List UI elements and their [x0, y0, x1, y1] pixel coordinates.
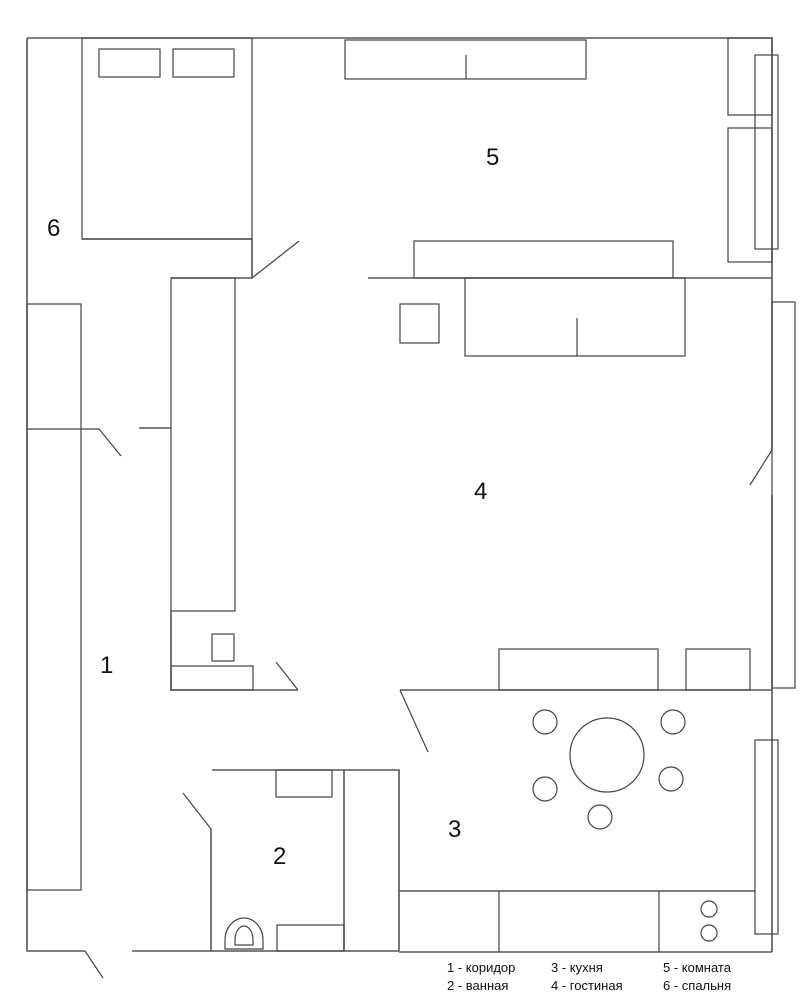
balcony-window [771, 301, 796, 689]
furniture [26, 37, 796, 952]
washing-machine [276, 924, 345, 952]
pillow [98, 48, 161, 78]
pillow [172, 48, 235, 78]
corridor-closet [26, 303, 82, 891]
armchair [685, 648, 751, 691]
bed [81, 37, 253, 240]
kitchen-window [754, 739, 779, 935]
room-labels: 1 2 3 4 5 6 [47, 144, 499, 870]
room-label-3: 3 [448, 816, 461, 843]
doors [81, 240, 773, 979]
door-balcony [749, 449, 773, 486]
legend-item: 5 - комната [663, 960, 732, 975]
sink [275, 769, 333, 798]
stove-burner [700, 900, 718, 918]
legend-item: 2 - ванная [447, 978, 508, 993]
room-label-2: 2 [273, 843, 286, 870]
sofa [498, 648, 659, 691]
room-label-1: 1 [100, 652, 113, 679]
door-entrance [84, 950, 104, 979]
cabinet [413, 240, 674, 279]
chair [532, 776, 558, 802]
wardrobe [170, 277, 236, 612]
room-label-4: 4 [474, 478, 487, 505]
door-kitchen [399, 689, 429, 753]
chair [532, 709, 558, 735]
door-bedroom [251, 240, 300, 279]
toilet [224, 917, 264, 950]
dining-table [569, 717, 645, 793]
legend-item: 4 - гостиная [551, 978, 623, 993]
legend-item: 6 - спальня [663, 978, 731, 993]
chair [658, 766, 684, 792]
small-cabinet [211, 633, 235, 662]
legend-item: 3 - кухня [551, 960, 603, 975]
door-living [275, 661, 299, 691]
side-table [399, 303, 440, 344]
room-label-5: 5 [486, 144, 499, 171]
window [754, 54, 779, 250]
stove-burner [700, 924, 718, 942]
tv-stand [464, 277, 686, 357]
legend-item: 1 - коридор [447, 960, 515, 975]
shoe-rack [170, 665, 254, 691]
wardrobe-room5 [727, 37, 773, 116]
chair [660, 709, 686, 735]
legend: 1 - коридор 2 - ванная 3 - кухня 4 - гос… [447, 960, 732, 993]
walls [26, 37, 773, 953]
door-bathroom [182, 792, 212, 830]
door-closet [81, 428, 122, 457]
chair [587, 804, 613, 830]
wardrobe-room5 [727, 127, 773, 263]
room-label-6: 6 [47, 215, 60, 242]
